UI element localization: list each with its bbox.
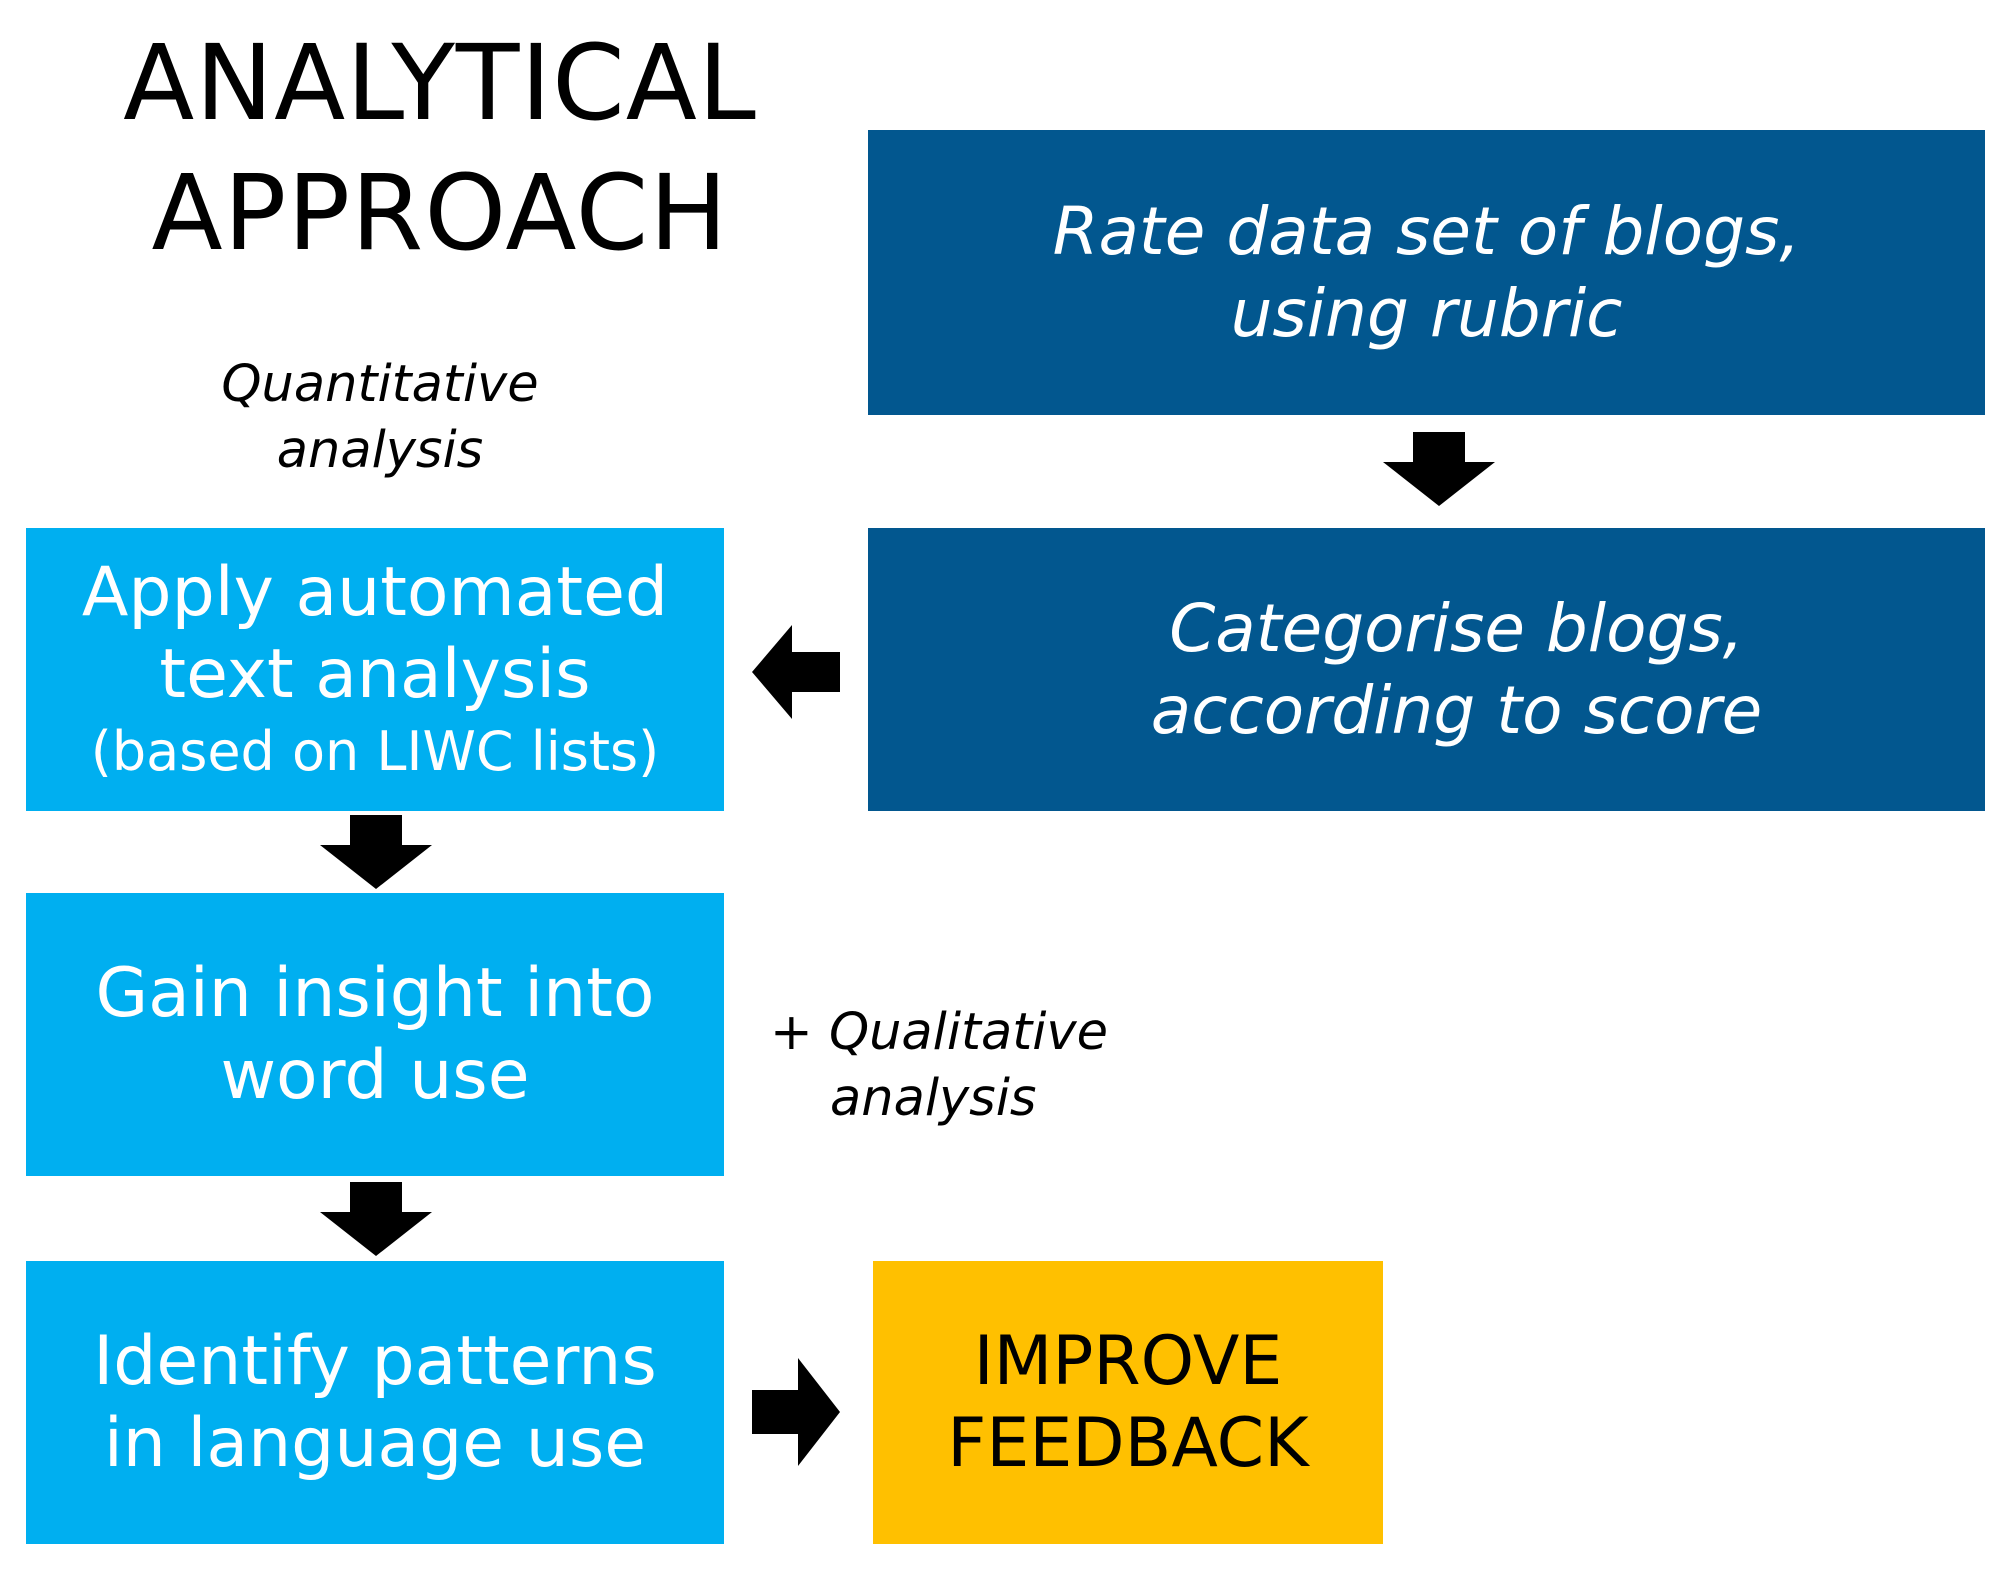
categorise-blogs-box: Categorise blogs, according to score [868, 528, 1985, 811]
improve-box-line-1: IMPROVE [973, 1321, 1283, 1401]
apply-box-line-1: Apply automated [81, 552, 669, 632]
improve-box-line-2: FEEDBACK [947, 1403, 1309, 1483]
rate-box-line-1: Rate data set of blogs, [1052, 192, 1801, 270]
arrow-down-icon [1383, 432, 1495, 506]
identify-box-line-1: Identify patterns [93, 1321, 657, 1401]
rate-blogs-box: Rate data set of blogs, using rubric [868, 130, 1985, 415]
apply-box-line-2: text analysis [159, 634, 591, 714]
categorise-box-line-2: according to score [1150, 671, 1763, 749]
categorise-box-line-1: Categorise blogs, [1169, 589, 1744, 667]
identify-patterns-box: Identify patterns in language use [26, 1261, 724, 1544]
title-line-1: ANALYTICAL [123, 22, 757, 144]
rate-box-line-2: using rubric [1230, 274, 1623, 352]
quantitative-analysis-note: Quantitative analysis [170, 352, 590, 484]
gain-insight-box: Gain insight into word use [26, 893, 724, 1176]
quantitative-note-line-1: Quantitative [221, 355, 539, 414]
arrow-down-icon [320, 1182, 432, 1256]
arrow-left-icon [752, 625, 840, 719]
title-line-2: APPROACH [151, 152, 729, 274]
apply-box-line-3: (based on LIWC lists) [90, 719, 660, 783]
arrow-right-icon [752, 1358, 840, 1466]
quantitative-note-line-2: analysis [276, 421, 484, 480]
qualitative-note-line-1: + Qualitative [770, 1003, 1108, 1062]
improve-feedback-box: IMPROVE FEEDBACK [873, 1261, 1383, 1544]
apply-text-analysis-box: Apply automated text analysis (based on … [26, 528, 724, 811]
identify-box-line-2: in language use [103, 1403, 647, 1483]
arrow-down-icon [320, 815, 432, 889]
qualitative-analysis-note: + Qualitative analysis [770, 1000, 1170, 1132]
diagram-title: ANALYTICAL APPROACH [60, 18, 820, 278]
qualitative-note-line-2: analysis [830, 1069, 1037, 1128]
gain-box-line-2: word use [220, 1035, 530, 1115]
gain-box-line-1: Gain insight into [95, 953, 655, 1033]
